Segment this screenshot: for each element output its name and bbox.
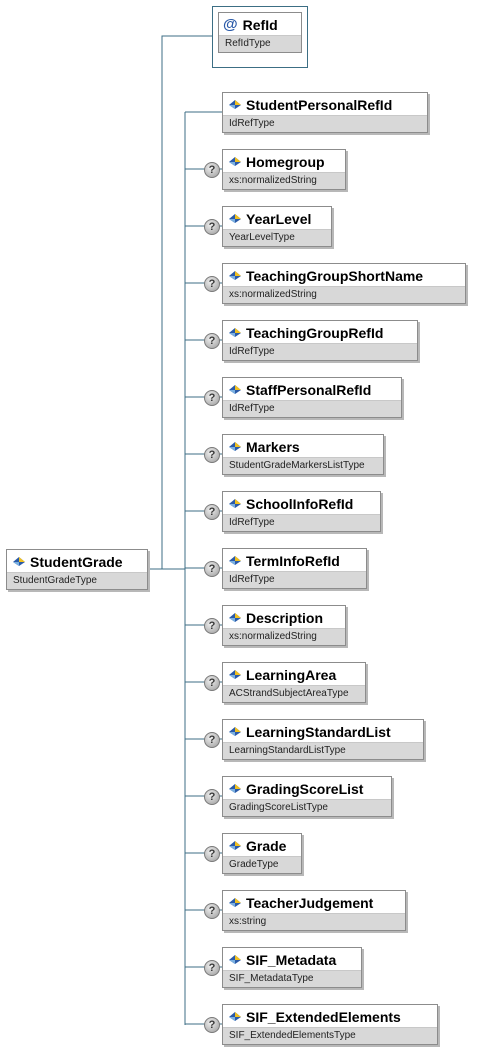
optional-question-icon: ? [204, 561, 220, 577]
element-name: SchoolInfoRefId [246, 495, 354, 512]
element-name: StaffPersonalRefId [246, 381, 372, 398]
optional-question-icon: ? [204, 732, 220, 748]
optional-question-icon: ? [204, 504, 220, 520]
root-element[interactable]: StudentGrade StudentGradeType [6, 549, 148, 590]
element-type: LearningStandardListType [223, 742, 423, 759]
element-type: IdRefType [223, 514, 380, 531]
element-name: TeachingGroupRefId [246, 324, 384, 341]
element-name: TeachingGroupShortName [246, 267, 424, 284]
element-icon [229, 442, 241, 451]
optional-question-icon: ? [204, 618, 220, 634]
element-icon [13, 557, 25, 566]
optional-question-icon: ? [204, 1017, 220, 1033]
at-sign-icon: @ [223, 16, 238, 33]
optional-question-icon: ? [204, 333, 220, 349]
element-name: LearningArea [246, 666, 337, 683]
attribute-refid[interactable]: @ RefId RefIdType [218, 12, 302, 53]
element-icon [229, 670, 241, 679]
element-type: xs:string [223, 913, 405, 930]
element-icon [229, 100, 241, 109]
element-name: GradingScoreList [246, 780, 364, 797]
optional-question-icon: ? [204, 276, 220, 292]
optional-question-icon: ? [204, 390, 220, 406]
element-type: xs:normalizedString [223, 286, 465, 303]
optional-question-icon: ? [204, 903, 220, 919]
element-name: StudentPersonalRefId [246, 96, 393, 113]
element-type: SIF_MetadataType [223, 970, 361, 987]
element-icon [229, 613, 241, 622]
optional-question-icon: ? [204, 846, 220, 862]
element-icon [229, 955, 241, 964]
element-icon [229, 1012, 241, 1021]
element-teachinggroupshortname[interactable]: TeachingGroupShortName xs:normalizedStrin… [222, 263, 466, 304]
element-teacherjudgement[interactable]: TeacherJudgement xs:string [222, 890, 406, 931]
element-name: SIF_Metadata [246, 951, 337, 968]
element-icon [229, 499, 241, 508]
element-name: Markers [246, 438, 300, 455]
element-type: xs:normalizedString [223, 172, 345, 189]
element-icon [229, 727, 241, 736]
element-name: TeacherJudgement [246, 894, 374, 911]
attribute-name: RefId [242, 16, 278, 33]
element-description[interactable]: Description xs:normalizedString [222, 605, 346, 646]
optional-question-icon: ? [204, 447, 220, 463]
element-homegroup[interactable]: Homegroup xs:normalizedString [222, 149, 346, 190]
element-icon [229, 328, 241, 337]
element-name: LearningStandardList [246, 723, 391, 740]
element-icon [229, 898, 241, 907]
element-type: GradeType [223, 856, 301, 873]
element-icon [229, 784, 241, 793]
element-icon [229, 841, 241, 850]
root-type: StudentGradeType [7, 572, 147, 589]
optional-question-icon: ? [204, 162, 220, 178]
element-type: IdRefType [223, 571, 366, 588]
optional-question-icon: ? [204, 960, 220, 976]
root-name: StudentGrade [30, 553, 123, 570]
element-type: IdRefType [223, 400, 401, 417]
element-type: IdRefType [223, 115, 427, 132]
element-type: SIF_ExtendedElementsType [223, 1027, 437, 1044]
element-name: TermInfoRefId [246, 552, 340, 569]
optional-question-icon: ? [204, 219, 220, 235]
attribute-group: @ RefId RefIdType [212, 6, 308, 68]
element-type: xs:normalizedString [223, 628, 345, 645]
element-name: SIF_ExtendedElements [246, 1008, 401, 1025]
element-name: YearLevel [246, 210, 312, 227]
element-type: GradingScoreListType [223, 799, 391, 816]
element-name: Description [246, 609, 324, 626]
element-icon [229, 556, 241, 565]
element-type: StudentGradeMarkersListType [223, 457, 383, 474]
element-icon [229, 157, 241, 166]
element-name: Homegroup [246, 153, 325, 170]
attribute-type: RefIdType [219, 35, 301, 52]
element-icon [229, 385, 241, 394]
element-icon [229, 214, 241, 223]
element-type: IdRefType [223, 343, 417, 360]
element-type: YearLevelType [223, 229, 331, 246]
optional-question-icon: ? [204, 789, 220, 805]
element-name: Grade [246, 837, 287, 854]
optional-question-icon: ? [204, 675, 220, 691]
element-icon [229, 271, 241, 280]
element-type: ACStrandSubjectAreaType [223, 685, 365, 702]
